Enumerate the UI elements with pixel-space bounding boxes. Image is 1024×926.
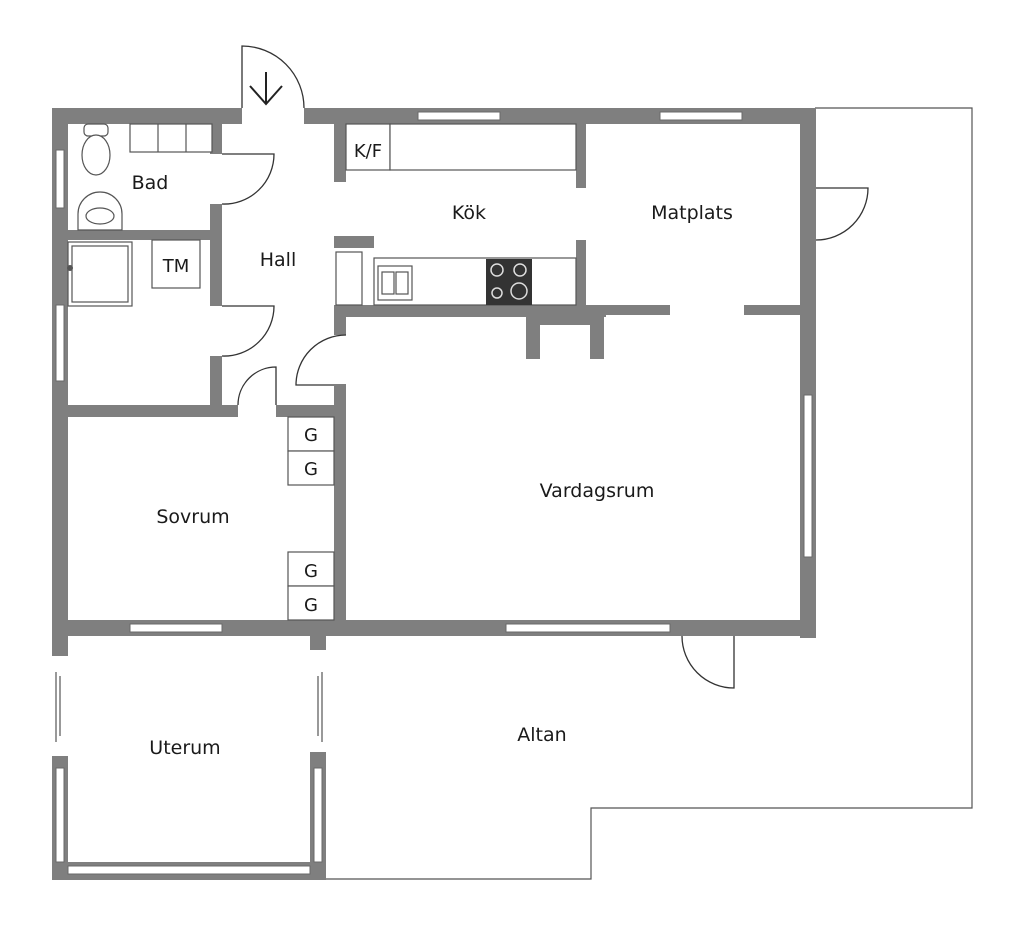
windows: [55, 111, 813, 875]
room-label-uterum: Uterum: [149, 737, 220, 759]
tm-box: [151, 239, 201, 289]
bath-shelf-icon: [129, 123, 213, 153]
interior-walls: [68, 124, 804, 622]
wardrobe-label-1: G: [304, 425, 318, 446]
room-label-sovrum: Sovrum: [156, 506, 229, 528]
room-label-hall: Hall: [260, 249, 297, 271]
altan-outline: [325, 107, 973, 880]
room-label-altan: Altan: [517, 724, 566, 746]
kitchen-counter-bottom: [335, 251, 577, 306]
room-label-matplats: Matplats: [651, 202, 733, 224]
toilet-icon: [81, 123, 111, 176]
wardrobe-label-4: G: [304, 595, 318, 616]
tm-label: TM: [162, 256, 190, 277]
kitchen-sink-icon: [377, 265, 413, 301]
fridge-freezer-icon: [345, 123, 391, 171]
wardrobe-label-3: G: [304, 561, 318, 582]
sink-icon: [77, 191, 123, 231]
room-label-bad: Bad: [132, 172, 169, 194]
stove-icon: [486, 259, 532, 305]
doors: [221, 45, 869, 689]
shower-icon: [67, 241, 133, 307]
entrance-arrow-icon: [249, 72, 283, 106]
wardrobe-label-2: G: [304, 459, 318, 480]
wardrobes: [287, 416, 335, 621]
room-label-kok: Kök: [452, 202, 486, 224]
kitchen-counter-top: [389, 123, 577, 171]
room-label-vardagsrum: Vardagsrum: [540, 480, 655, 502]
kf-label: K/F: [354, 141, 382, 162]
